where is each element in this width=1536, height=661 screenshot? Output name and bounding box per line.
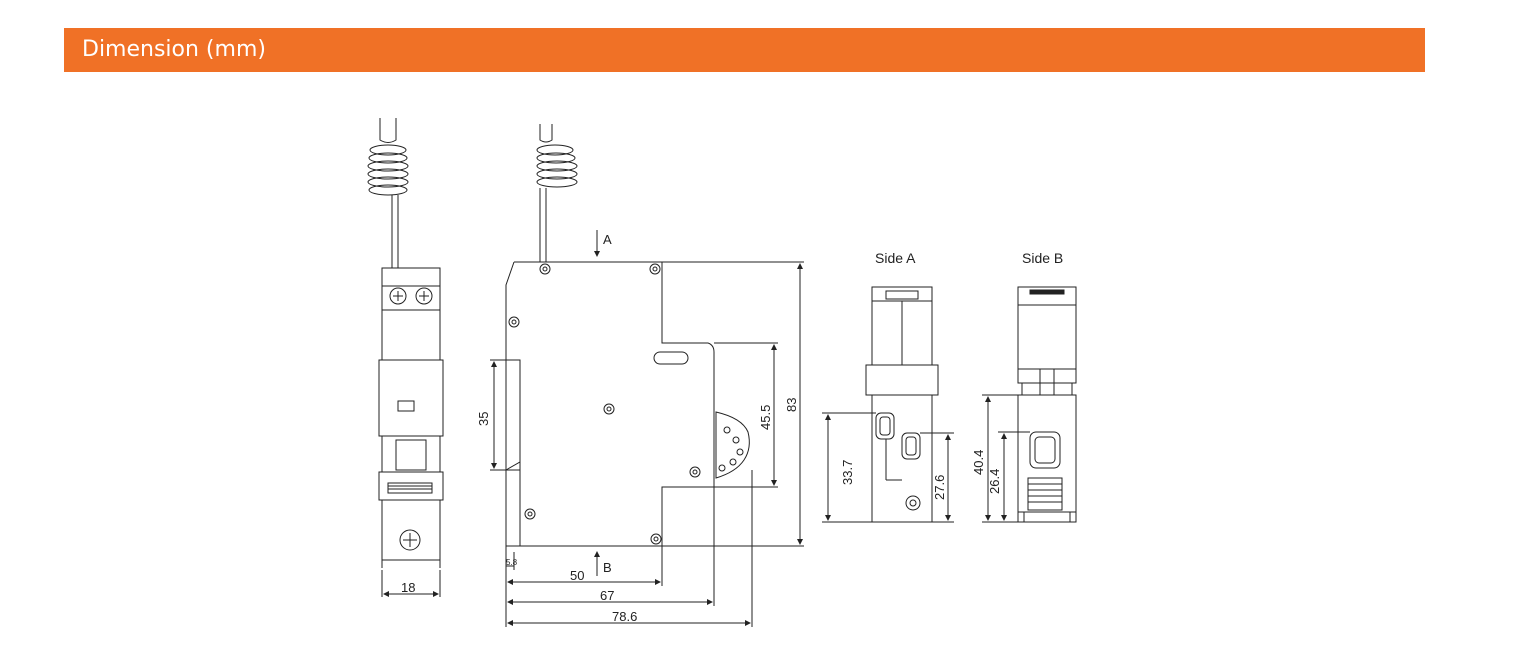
section-header: Dimension (mm) <box>64 28 1425 72</box>
rail-offset-label: 5.8 <box>506 558 518 567</box>
step-height-label: 45.5 <box>758 405 773 430</box>
view-a-marker: A <box>603 232 612 247</box>
front-view <box>367 118 444 597</box>
side-a-title: Side A <box>875 250 916 266</box>
section-title: Dimension (mm) <box>82 37 266 62</box>
view-b-marker: B <box>603 560 612 575</box>
side-a-body <box>865 286 939 523</box>
front-width-dim <box>381 570 441 597</box>
side-a-right-dim: 27.6 <box>932 475 947 500</box>
side-b-view <box>982 286 1077 523</box>
rail-height-label: 35 <box>476 412 491 426</box>
side-b-title: Side B <box>1022 250 1063 266</box>
front-body <box>378 267 444 568</box>
side-a-left-dim: 33.7 <box>840 460 855 485</box>
side-b-outer-dim: 40.4 <box>971 450 986 475</box>
side-antenna-coil <box>536 124 578 262</box>
side-view <box>490 124 804 627</box>
body-width-label: 67 <box>600 588 614 603</box>
side-b-body <box>1017 286 1077 523</box>
total-width-label: 78.6 <box>612 609 637 624</box>
side-a-view <box>822 286 954 523</box>
side-b-dimension-lines <box>982 394 1030 523</box>
front-width-label: 18 <box>401 580 415 595</box>
side-screws <box>508 263 701 545</box>
rear-width-label: 50 <box>570 568 584 583</box>
side-dimension-lines <box>490 230 804 627</box>
side-a-dimension-lines <box>822 412 954 523</box>
side-b-inner-dim: 26.4 <box>987 469 1002 494</box>
total-height-label: 83 <box>784 398 799 412</box>
front-antenna-coil <box>367 118 409 268</box>
side-body-outline <box>505 261 750 547</box>
